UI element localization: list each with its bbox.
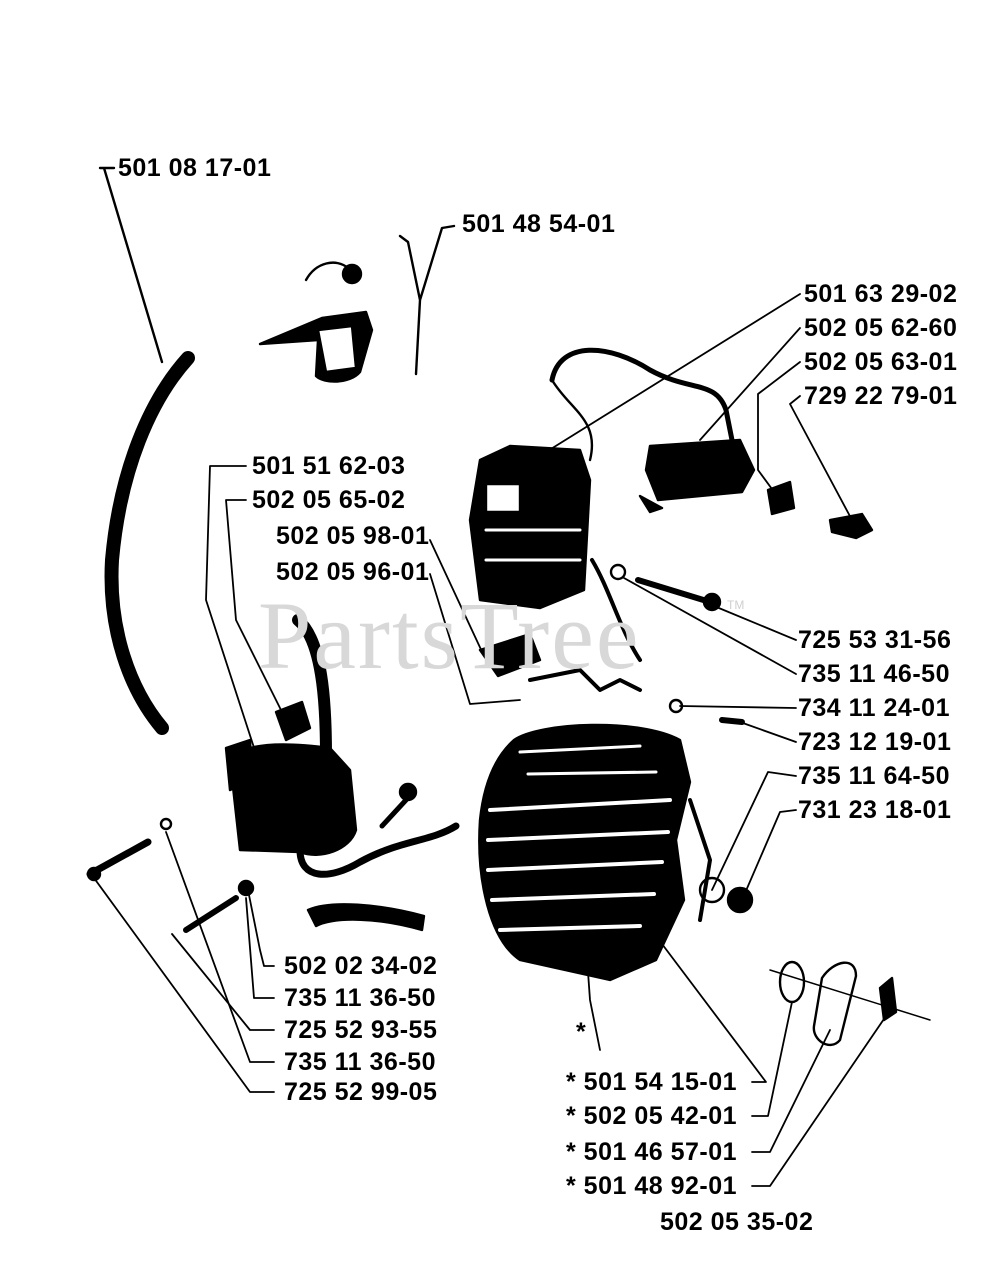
part-label-501-46-57-01[interactable]: * 501 46 57-01 (566, 1138, 738, 1166)
part-label-735-11-46-50[interactable]: 735 11 46-50 (798, 660, 950, 688)
part-label-501-51-62-03[interactable]: 501 51 62-03 (252, 452, 406, 480)
part-label-725-52-99-05[interactable]: 725 52 99-05 (284, 1078, 438, 1106)
part-label-502-02-34-02[interactable]: 502 02 34-02 (284, 952, 438, 980)
part-label-501-48-54-01[interactable]: 501 48 54-01 (462, 210, 616, 238)
part-label-735-11-36-50-a[interactable]: 735 11 36-50 (284, 984, 436, 1012)
screws-left-part (86, 817, 255, 933)
part-label-731-23-18-01[interactable]: 731 23 18-01 (798, 796, 952, 824)
part-label-734-11-24-01[interactable]: 734 11 24-01 (798, 694, 950, 722)
part-label-502-05-63-01[interactable]: 502 05 63-01 (804, 348, 958, 376)
part-label-501-63-29-02[interactable]: 501 63 29-02 (804, 280, 958, 308)
part-label-725-52-93-55[interactable]: 725 52 93-55 (284, 1016, 438, 1044)
part-label-502-05-62-60[interactable]: 502 05 62-60 (804, 314, 958, 342)
fuel-hose-part (98, 166, 195, 735)
ignition-coil-part (468, 347, 874, 725)
part-label-735-11-64-50[interactable]: 735 11 64-50 (798, 762, 950, 790)
watermark: PartsTree (258, 582, 641, 689)
cylinder-part (478, 723, 754, 982)
part-label-502-05-42-01[interactable]: * 502 05 42-01 (566, 1102, 738, 1130)
part-label-502-05-35-02[interactable]: 502 05 35-02 (660, 1208, 814, 1236)
watermark-trademark: TM (727, 598, 745, 612)
part-label-502-05-98-01[interactable]: 502 05 98-01 (276, 522, 430, 550)
asterisk-marker: * (576, 1018, 587, 1046)
leader-lines (93, 293, 887, 1187)
stop-switch-part (258, 224, 456, 383)
part-label-501-48-92-01[interactable]: * 501 48 92-01 (566, 1172, 738, 1200)
part-label-502-05-65-02[interactable]: 502 05 65-02 (252, 486, 406, 514)
part-label-735-11-36-50-b[interactable]: 735 11 36-50 (284, 1048, 436, 1076)
part-label-729-22-79-01[interactable]: 729 22 79-01 (804, 382, 958, 410)
part-label-725-53-31-56[interactable]: 725 53 31-56 (798, 626, 952, 654)
part-label-501-08-17-01[interactable]: 501 08 17-01 (118, 154, 272, 182)
gaskets-part (769, 960, 931, 1047)
part-label-502-05-96-01[interactable]: 502 05 96-01 (276, 558, 430, 586)
part-label-501-54-15-01[interactable]: * 501 54 15-01 (566, 1068, 738, 1096)
part-label-723-12-19-01[interactable]: 723 12 19-01 (798, 728, 952, 756)
ignition-module-part (224, 614, 460, 932)
